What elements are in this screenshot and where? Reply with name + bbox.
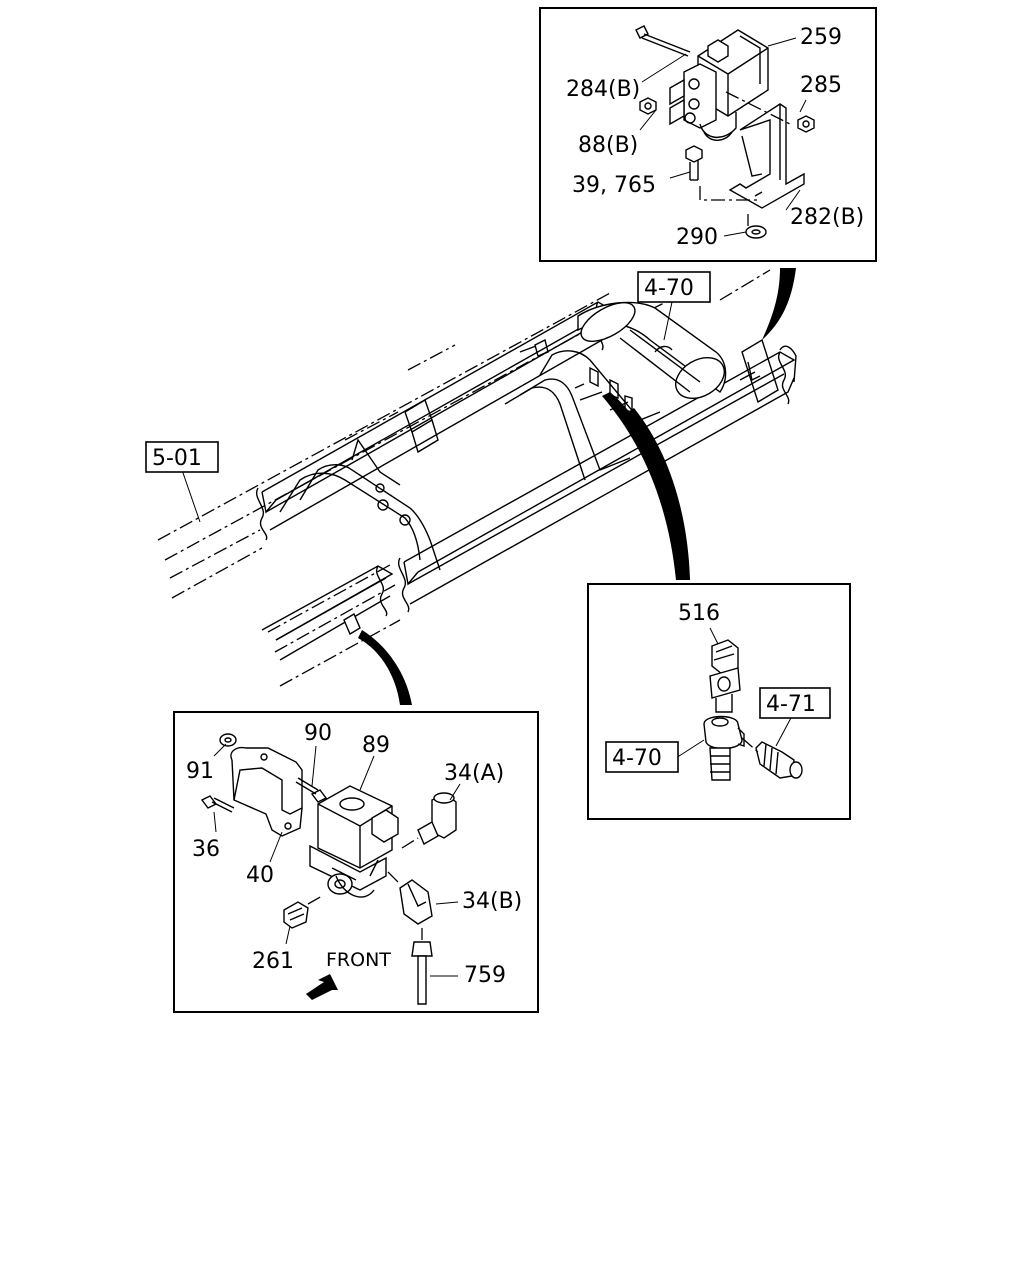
- callout-90: 90: [304, 721, 332, 746]
- callout-516: 516: [678, 601, 720, 626]
- front-label: FRONT: [326, 949, 391, 971]
- ref-label-5-01: 5-01: [152, 446, 202, 471]
- chassis-frame: [157, 269, 797, 687]
- callout-261: 261: [252, 949, 294, 974]
- callout-290: 290: [676, 225, 718, 250]
- callout-39-765: 39, 765: [572, 173, 656, 198]
- callout-34b: 34(B): [462, 889, 522, 914]
- callout-285: 285: [800, 73, 842, 98]
- ref-label-4-70-top: 4-70: [644, 276, 694, 301]
- inset-bottom-left: FRONT 90 89 91 34(A) 36 40 34(B) 261 759: [173, 711, 539, 1013]
- callout-91: 91: [186, 759, 214, 784]
- callout-282b: 282(B): [790, 205, 864, 230]
- callout-759: 759: [464, 963, 506, 988]
- callout-259: 259: [800, 25, 842, 50]
- callout-88b: 88(B): [578, 133, 638, 158]
- ref-box-4-70-inset: 4-70: [605, 741, 679, 773]
- callout-89: 89: [362, 733, 390, 758]
- callout-34a: 34(A): [444, 761, 504, 786]
- leader-lines: [181, 268, 796, 705]
- ref-box-4-70-top: 4-70: [637, 271, 711, 303]
- inset-top: 259 284(B) 285 88(B) 39, 765 282(B) 290: [539, 7, 877, 262]
- callout-284b: 284(B): [566, 77, 640, 102]
- inset-middle-right: 516 4-71 4-70: [587, 583, 851, 820]
- ref-box-5-01: 5-01: [145, 441, 219, 473]
- ref-label-4-71: 4-71: [766, 692, 816, 717]
- callout-36: 36: [192, 837, 220, 862]
- ref-label-4-70-inset: 4-70: [612, 746, 662, 771]
- ref-box-4-71: 4-71: [759, 687, 831, 719]
- callout-40: 40: [246, 863, 274, 888]
